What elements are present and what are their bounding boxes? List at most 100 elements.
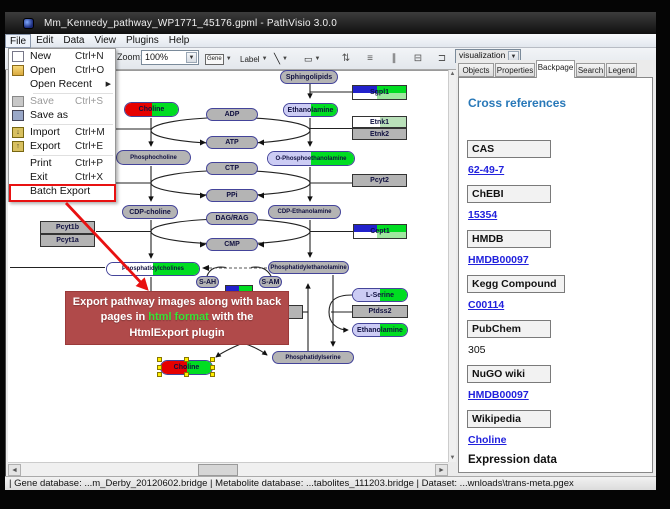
tab-objects[interactable]: Objects (458, 63, 494, 77)
node-label: Cept1 (370, 228, 390, 235)
selection-handle[interactable] (157, 357, 162, 362)
cmp-node[interactable]: CMP (206, 238, 258, 251)
pcyt1b-node[interactable]: Pcyt1b (40, 221, 95, 234)
scroll-left-icon[interactable]: ◄ (8, 464, 21, 476)
menu-item-open-recent[interactable]: Open Recent▶ (9, 77, 115, 91)
chebi-link[interactable]: 15354 (468, 209, 498, 221)
cas-link[interactable]: 62-49-7 (468, 164, 505, 176)
menu-separator (33, 153, 113, 156)
selection-handle[interactable] (210, 357, 215, 362)
phosphatidylserine-node[interactable]: Phosphatidylserine (272, 351, 354, 364)
l-serine-node[interactable]: L-Serine (352, 288, 408, 302)
scroll-down-icon[interactable]: ▼ (449, 455, 456, 461)
tab-backpage[interactable]: Backpage (536, 60, 575, 78)
stack-vertical-icon[interactable]: ⇅ (341, 53, 351, 64)
selection-handle[interactable] (157, 364, 162, 370)
tab-search[interactable]: Search (576, 63, 605, 77)
node-fill (353, 86, 377, 94)
ethanolamine-bottom-node[interactable]: Ethanolamine (352, 323, 408, 337)
dag-node[interactable]: DAG/RAG (206, 212, 258, 225)
ppi-node[interactable]: PPi (206, 189, 258, 202)
selection-handle[interactable] (210, 364, 215, 370)
node-fill-right (380, 289, 407, 301)
tab-legend[interactable]: Legend (606, 63, 637, 77)
nugo-wiki-link[interactable]: HMDB00097 (468, 389, 529, 401)
adp-node[interactable]: ADP (206, 108, 258, 121)
menubar-item-view[interactable]: View (94, 34, 116, 46)
zoom-dropdown-arrow[interactable]: ▼ (186, 52, 197, 63)
node-fill (376, 93, 406, 99)
menubar-item-plugins[interactable]: Plugins (125, 34, 159, 46)
phosphatidylcholines-node[interactable]: Phosphatidylcholines (106, 262, 200, 276)
menubar-item-data[interactable]: Data (63, 34, 85, 46)
expression-data-heading: Expression data (468, 454, 557, 466)
menubar-item-help[interactable]: Help (168, 34, 190, 46)
label-tool-button[interactable]: Label▼ (240, 54, 268, 64)
wikipedia-link[interactable]: Choline (468, 434, 507, 446)
canvas-vertical-scrollbar[interactable]: ▲ ▼ (448, 70, 456, 462)
menu-bar: File Edit Data View Plugins Help (5, 33, 656, 48)
sgpl1-node[interactable]: Sgpl1 (352, 85, 407, 100)
menu-shortcut: Ctrl+S (75, 95, 104, 107)
scroll-right-icon[interactable]: ► (435, 464, 448, 476)
tab-properties[interactable]: Properties (495, 63, 535, 77)
line-tool-button[interactable]: ╲▼ (274, 53, 288, 65)
phosphatidylethanolamine-node[interactable]: Phosphatidylethanolamine (268, 261, 349, 274)
menu-item-label: Save as (30, 109, 68, 121)
export-icon: ↑ (12, 140, 24, 152)
menubar-item-file[interactable]: File (5, 33, 32, 48)
menu-item-batch-export[interactable]: Batch Export (9, 184, 115, 198)
selection-handle[interactable] (183, 357, 189, 362)
atp-node[interactable]: ATP (206, 136, 258, 149)
ctp-node[interactable]: CTP (206, 162, 258, 175)
selection-handle[interactable] (157, 372, 162, 377)
ptdss2-node[interactable]: Ptdss2 (352, 305, 408, 318)
s-ah-node[interactable]: S-AH (196, 276, 219, 288)
scroll-up-icon[interactable]: ▲ (449, 71, 456, 77)
distribute-icon[interactable]: ⊟ (413, 53, 423, 64)
pcyt2-node[interactable]: Pcyt2 (352, 174, 407, 187)
sphingolipids-node[interactable]: Sphingolipids (280, 70, 338, 84)
columns-icon[interactable]: ∥ (391, 53, 397, 64)
gene-tool-button[interactable]: Gene▼ (205, 51, 232, 67)
o-phosphoethanolamine-node[interactable]: O-Phosphoethanolamine (267, 151, 355, 166)
kegg-compound-link[interactable]: C00114 (468, 299, 505, 311)
shape-tool-button[interactable]: ▭▼ (304, 53, 321, 64)
zoom-combobox[interactable]: 100%▼ (141, 50, 199, 65)
align-horizontal-icon[interactable]: ≡ (367, 53, 373, 64)
canvas-horizontal-scrollbar[interactable]: ◄ ► (8, 462, 448, 476)
s-am-node[interactable]: S-AM (259, 276, 282, 288)
etnk1-node[interactable]: Etnk1 (352, 116, 407, 128)
menubar-item-edit[interactable]: Edit (36, 34, 54, 46)
node-label: CDP-Ethanolamine (277, 209, 332, 215)
scrollbar-thumb[interactable] (198, 464, 238, 476)
node-label: L-Serine (365, 291, 394, 299)
node-fill-right (311, 152, 354, 165)
phosphocholine-node[interactable]: Phosphocholine (116, 150, 191, 165)
choline-top-node[interactable]: Choline (124, 102, 179, 117)
cept1-node[interactable]: Cept1 (353, 224, 407, 239)
app-icon (23, 17, 34, 29)
menu-separator (33, 91, 113, 94)
hmdb-link[interactable]: HMDB00097 (468, 254, 529, 266)
cdp-choline-node[interactable]: CDP-choline (122, 205, 178, 219)
pcyt1a-node[interactable]: Pcyt1a (40, 234, 95, 247)
selection-handle[interactable] (183, 372, 189, 377)
etnk2-node[interactable]: Etnk2 (352, 128, 407, 140)
menu-icon-spacer (12, 172, 24, 183)
ethanolamine-top-node[interactable]: Ethanolamine (283, 103, 338, 117)
layout-icon[interactable]: ⊐ (437, 53, 447, 64)
selection-handle[interactable] (210, 372, 215, 377)
menu-item-save-as[interactable]: Save as (9, 108, 115, 122)
callout-text-line: HtmlExport plugin (66, 326, 288, 342)
cdp-ethanolamine-node[interactable]: CDP-Ethanolamine (268, 205, 341, 219)
menu-shortcut: Ctrl+X (75, 171, 104, 183)
